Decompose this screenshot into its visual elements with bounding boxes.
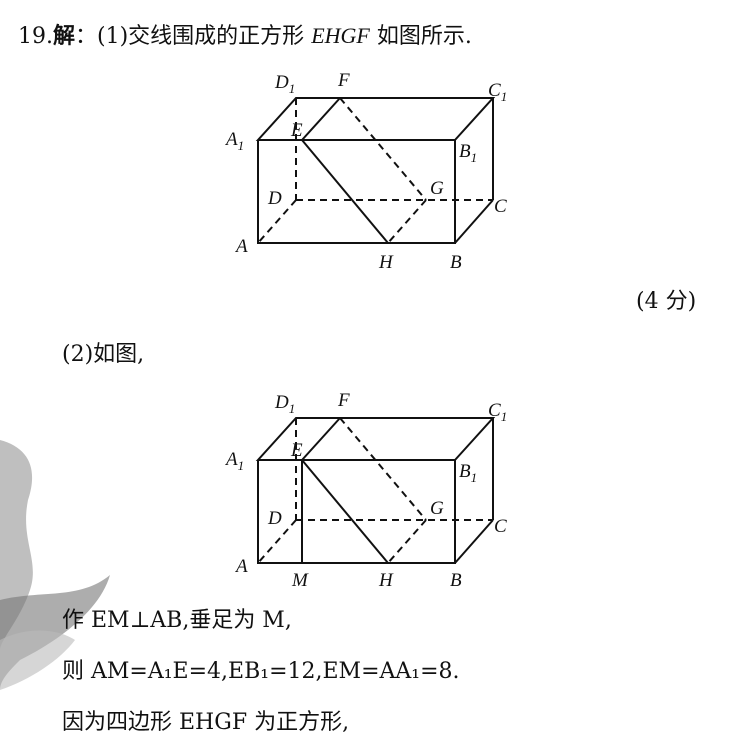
fig2-label-e: E bbox=[290, 440, 303, 461]
fig2-label-b: B bbox=[450, 570, 462, 591]
fig2-segment-fg bbox=[339, 417, 427, 521]
score-label: (4 分) bbox=[636, 289, 697, 314]
fig1-label-b: B bbox=[450, 252, 462, 273]
fig2-label-f: F bbox=[337, 390, 350, 411]
fig1-segment-fg bbox=[339, 97, 427, 201]
fig2-label-d1: D1 bbox=[274, 392, 295, 416]
fig2-segment-gh bbox=[387, 519, 427, 564]
fig2-label-c: C bbox=[494, 516, 507, 537]
fig1-label-f: F bbox=[337, 70, 350, 91]
fig2-label-m: M bbox=[291, 570, 309, 591]
figure-2: D1 F C1 A1 E B1 D G C A M H B bbox=[224, 390, 507, 591]
fig1-label-d1: D1 bbox=[274, 72, 295, 96]
header-suffix: 如图所示. bbox=[376, 24, 472, 49]
square-name: EHGF bbox=[311, 23, 370, 48]
fig1-segment-gh bbox=[387, 199, 427, 244]
fig2-front-face bbox=[255, 417, 496, 564]
fig1-label-b1: B1 bbox=[459, 141, 477, 165]
fig2-segment-eh bbox=[301, 459, 389, 564]
fig1-segment-ef bbox=[301, 97, 341, 141]
fig2-label-b1: B1 bbox=[459, 461, 477, 485]
fig1-label-a1: A1 bbox=[224, 129, 244, 153]
ink-stain bbox=[0, 440, 110, 690]
step-1: 作 EM⊥AB,垂足为 M, bbox=[62, 608, 292, 633]
fig1-front-face bbox=[255, 97, 496, 244]
fig2-label-c1: C1 bbox=[488, 400, 507, 424]
fig2-segment-ef bbox=[301, 417, 341, 461]
fig1-edge-bc bbox=[454, 199, 494, 244]
fig2-label-g: G bbox=[430, 498, 444, 519]
fig1-label-e: E bbox=[290, 120, 303, 141]
fig2-edge-bc bbox=[454, 519, 494, 564]
fig1-label-a: A bbox=[234, 236, 248, 257]
problem-header: 19.解：(1)交线围成的正方形 EHGF 如图所示. bbox=[18, 18, 472, 50]
fig1-label-g: G bbox=[430, 178, 444, 199]
fig1-label-c: C bbox=[494, 196, 507, 217]
fig2-edge-ad bbox=[257, 519, 297, 564]
step-3: 因为四边形 EHGF 为正方形, bbox=[62, 710, 350, 735]
part1-text: ：(1)交线围成的正方形 bbox=[75, 24, 305, 49]
fig1-label-c1: C1 bbox=[488, 80, 507, 104]
fig1-edge-ad bbox=[257, 199, 297, 244]
fig2-label-h: H bbox=[378, 570, 394, 591]
fig2-label-d: D bbox=[267, 508, 282, 529]
problem-number: 19. bbox=[18, 24, 53, 49]
fig2-label-a: A bbox=[234, 556, 248, 577]
figure-1: D1 F C1 A1 E B1 D G C A H B bbox=[224, 70, 507, 273]
fig1-segment-eh bbox=[301, 139, 389, 244]
fig1-label-d: D bbox=[267, 188, 282, 209]
fig1-label-h: H bbox=[378, 252, 394, 273]
part2-intro: (2)如图, bbox=[62, 342, 145, 367]
solve-label: 解 bbox=[53, 23, 76, 49]
fig2-label-a1: A1 bbox=[224, 449, 244, 473]
step-2: 则 AM=A₁E=4,EB₁=12,EM=AA₁=8. bbox=[62, 659, 460, 684]
